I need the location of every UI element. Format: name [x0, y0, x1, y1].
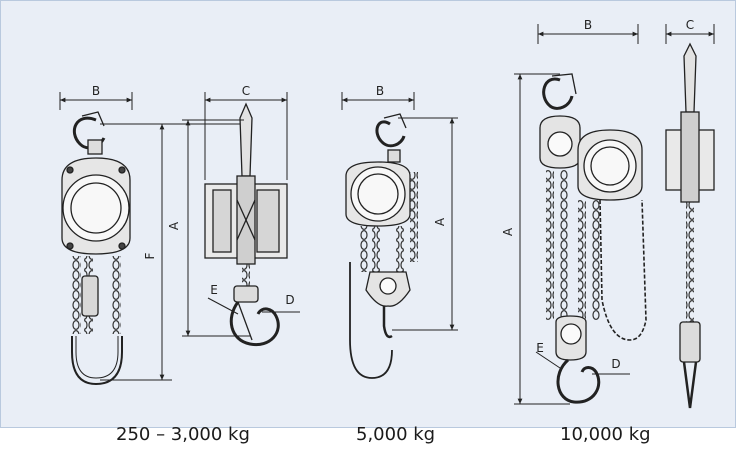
hoist-3-dimension-a: A — [501, 227, 515, 236]
hoist-2-dimension-a: A — [433, 217, 447, 226]
caption-10000-kg: 10,000 kg — [560, 424, 651, 445]
caption-250-3000-kg: 250 – 3,000 kg — [116, 424, 250, 445]
dimension-lines — [59, 24, 715, 405]
hoist-3-dimension-c: C — [686, 18, 694, 32]
hoist-1-dimension-b: B — [92, 84, 100, 98]
caption-5000-kg: 5,000 kg — [356, 424, 436, 445]
hoist-1-dimension-f: F — [143, 252, 157, 259]
hoist-1-side-view — [204, 102, 288, 347]
hoist-1-dimension-e: E — [210, 283, 218, 297]
hoist-3-dimension-e: E — [536, 341, 544, 355]
hoist-1-front-view — [61, 111, 131, 386]
hoist-2-dimension-b: B — [376, 84, 384, 98]
hoist-3-dimension-d: D — [611, 357, 620, 371]
hoist-1-dimension-d: D — [285, 293, 294, 307]
hoist-3-dimension-b: B — [584, 18, 592, 32]
hoist-3-front-view — [539, 73, 647, 404]
hoist-3-side-view — [665, 42, 715, 409]
hoist-1-dimension-a: A — [167, 221, 181, 230]
hoist-1-dimension-c: C — [242, 84, 250, 98]
hoist-2-front-view — [345, 113, 418, 379]
